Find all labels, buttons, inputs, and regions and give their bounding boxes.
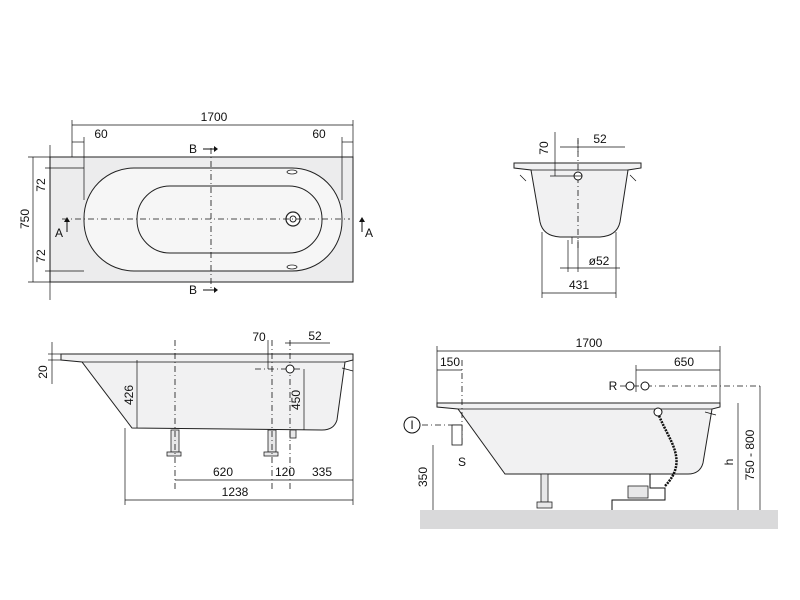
installation-view: I S R 1700 150 650 350 h 750 - 800 <box>403 336 778 529</box>
side-tick <box>341 367 354 372</box>
label-h: h <box>722 459 736 466</box>
overflow-hose <box>656 412 678 487</box>
install-foot-base <box>536 501 553 509</box>
foot-left-base <box>166 451 182 457</box>
overflow-outlet <box>653 407 663 417</box>
side-view: 20 426 70 52 450 620 120 335 1238 <box>36 329 354 505</box>
waste-pipe <box>611 474 666 510</box>
dim-install-1700-label: 1700 <box>576 336 603 350</box>
dim-o52-label: ø52 <box>589 254 610 268</box>
dim-side-70-label: 70 <box>252 330 266 344</box>
dim-70-label: 70 <box>537 141 551 155</box>
r-valve-right <box>640 381 650 391</box>
section-tick-left <box>519 174 527 182</box>
section-tick-right <box>629 174 637 182</box>
dim-1700-label: 1700 <box>201 110 228 124</box>
label-i: I <box>410 418 413 432</box>
section-b-bottom-label: B <box>189 283 197 297</box>
tub-floor-outline <box>136 185 323 254</box>
install-tick <box>704 411 717 416</box>
dim-620-label: 620 <box>213 465 233 479</box>
section-tub-shape <box>513 162 642 238</box>
floor <box>420 510 778 529</box>
dim-72-bottom-label: 72 <box>34 249 48 263</box>
install-foot-post <box>540 473 549 503</box>
section-b-top-label: B <box>189 142 197 156</box>
drain-stub-side <box>289 429 297 439</box>
dim-426-label: 426 <box>122 385 136 405</box>
dim-335-label: 335 <box>312 465 332 479</box>
dim-120-label: 120 <box>275 465 295 479</box>
cross-section-view: 70 52 ø52 431 <box>513 132 642 298</box>
dim-750-800-label: 750 - 800 <box>743 429 757 480</box>
dim-72-top-label: 72 <box>34 178 48 192</box>
label-s: S <box>458 455 466 469</box>
section-a-right-arrowhead <box>359 217 365 222</box>
dim-60-right-label: 60 <box>312 127 326 141</box>
dim-431-label: 431 <box>569 278 589 292</box>
dim-350-label: 350 <box>416 467 430 487</box>
dim-52-label: 52 <box>593 132 607 146</box>
label-r: R <box>609 379 618 393</box>
top-view: 1700 60 60 750 72 72 B B A A <box>18 110 373 300</box>
section-a-left-arrowhead <box>64 217 70 222</box>
section-b-bottom-arrowhead <box>214 287 218 293</box>
dim-60-left-label: 60 <box>94 127 108 141</box>
dim-650-label: 650 <box>674 355 694 369</box>
symbol-i-circle <box>403 416 421 434</box>
overflow-bottom <box>286 264 298 270</box>
section-b-top-arrowhead <box>214 146 218 152</box>
waste-trap <box>627 485 649 499</box>
dim-20-label: 20 <box>36 365 50 379</box>
dim-150-label: 150 <box>440 355 460 369</box>
dim-450-label: 450 <box>289 390 303 410</box>
overflow-top <box>286 169 298 175</box>
service-box <box>451 424 463 446</box>
r-valve-left <box>625 381 635 391</box>
side-overflow-circle <box>285 364 295 374</box>
side-tub-shape <box>60 353 354 431</box>
section-a-right-label: A <box>365 226 373 240</box>
foot-right-base <box>263 451 279 457</box>
section-a-left-label: A <box>55 226 63 240</box>
dim-750-label: 750 <box>18 209 32 229</box>
dim-side-52-label: 52 <box>308 329 322 343</box>
dim-1238-label: 1238 <box>222 485 249 499</box>
